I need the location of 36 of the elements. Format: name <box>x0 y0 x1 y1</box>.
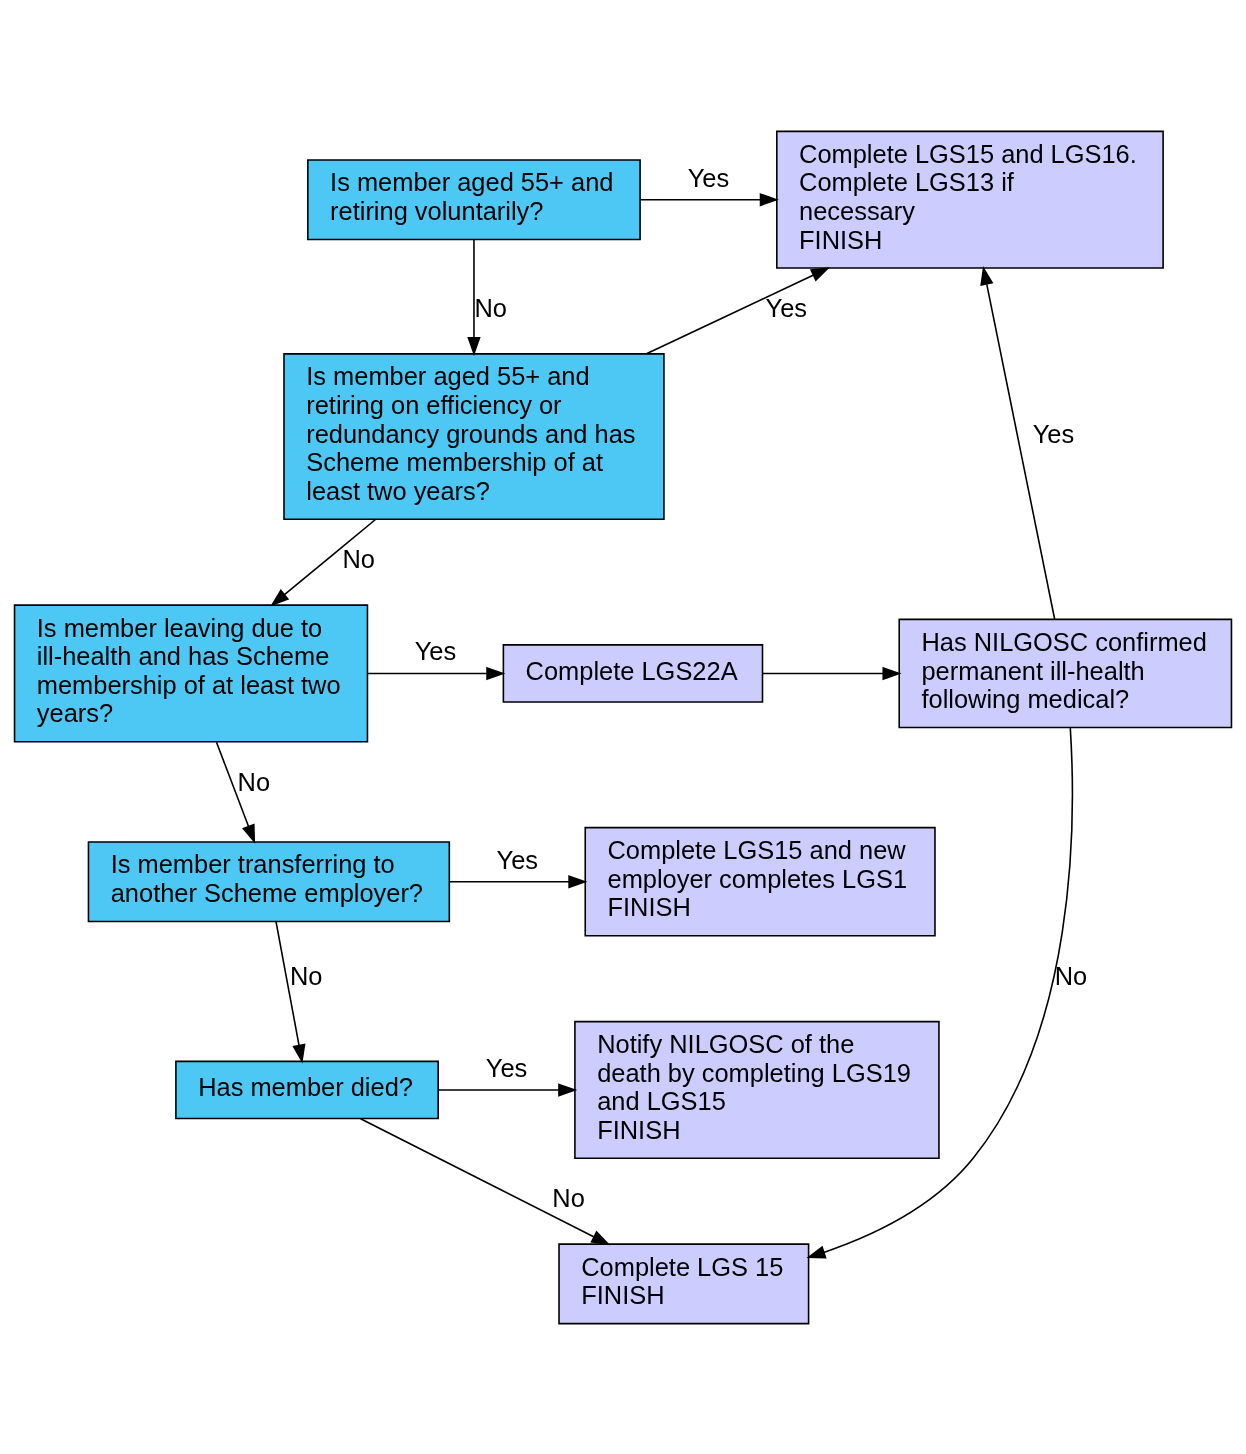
node-box: Has member died? <box>175 1060 439 1119</box>
node-box: Is member aged 55+ and retiring on efficiency or redundancy grounds and has Scheme membership of at least two years? <box>283 352 665 520</box>
arrow <box>980 265 1056 620</box>
edge-label: No <box>552 1183 585 1212</box>
edge-label: Yes <box>485 1053 528 1082</box>
node-box: Complete LGS15 and new employer completes LGS1 FINISH <box>584 826 936 937</box>
edge-label: Yes <box>687 163 730 192</box>
arrow <box>639 192 779 206</box>
node-box: Is member aged 55+ and retiring voluntarily? <box>307 158 641 240</box>
edge-label: No <box>1054 961 1088 990</box>
node-box: Is member leaving due to ill-health and has Scheme membership of at least two years? <box>13 603 369 743</box>
edge-label: Yes <box>414 636 457 665</box>
arrow <box>215 740 256 844</box>
node-box: Complete LGS22A <box>502 643 764 703</box>
arrow <box>467 238 481 356</box>
arrow <box>270 517 377 606</box>
arrow <box>761 666 902 680</box>
arrow <box>437 1082 578 1097</box>
node-box: Complete LGS15 and LGS16. Complete LGS13 if necessary FINISH <box>776 130 1164 269</box>
arrow <box>448 874 588 888</box>
edge-label: Yes <box>1032 419 1075 448</box>
node-box: Complete LGS 15 FINISH <box>558 1242 810 1324</box>
arrow <box>359 1117 611 1245</box>
edge-label: No <box>474 293 507 322</box>
arrow <box>806 726 1074 1259</box>
node-box: Notify NILGOSC of the death by completing LGS19 and LGS15 FINISH <box>574 1020 940 1159</box>
node-box: Has NILGOSC confirmed permanent ill-health following medical? <box>898 618 1233 728</box>
arrow <box>645 266 830 354</box>
arrow <box>275 920 306 1063</box>
edge-label: No <box>237 767 271 796</box>
edge-label: No <box>290 961 323 990</box>
node-box: Is member transferring to another Scheme employer? <box>87 840 451 922</box>
arrow <box>366 666 506 680</box>
edge-label: Yes <box>765 293 808 322</box>
edge-label: Yes <box>496 845 539 874</box>
edge-label: No <box>342 544 375 573</box>
